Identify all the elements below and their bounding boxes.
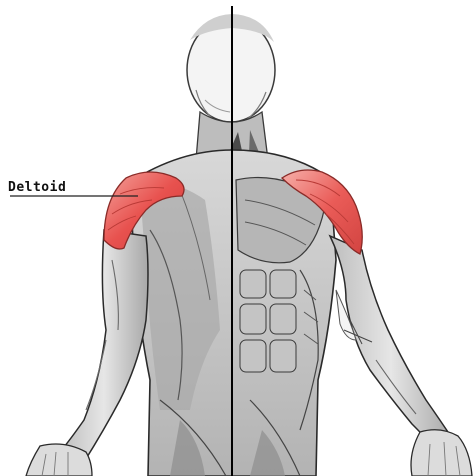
left-arm [26,230,148,476]
right-arm [330,236,472,476]
deltoid-label: Deltoid [8,180,66,195]
